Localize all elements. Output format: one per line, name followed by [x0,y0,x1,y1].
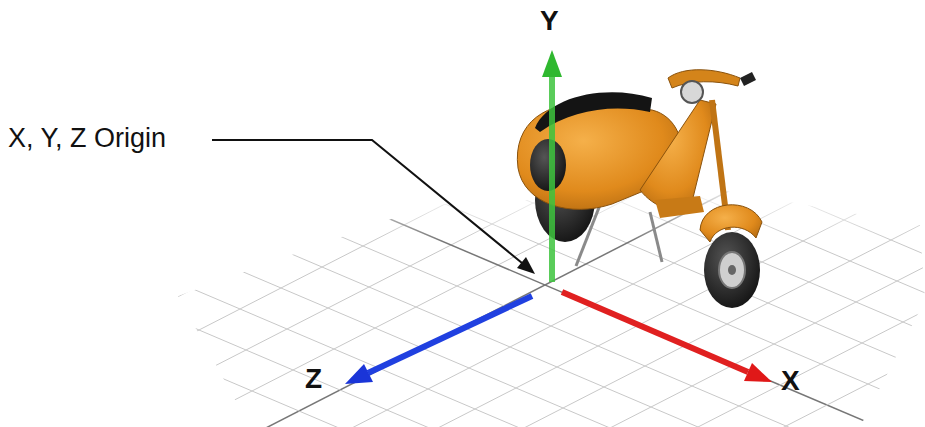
grid-line [449,0,925,269]
grid-line [162,0,925,416]
grid-line [406,169,925,427]
grid-line [171,69,925,427]
grid-line [0,0,778,427]
grid-line [203,0,925,395]
grid-line [0,175,887,427]
axis-label: Y [540,6,559,37]
grid-line [77,29,925,427]
scooter-illustration [517,70,762,308]
grid-line [0,196,846,427]
grid-line [0,0,684,401]
grid-line [244,0,925,374]
grid-line [0,259,723,427]
grid-line [641,269,925,427]
grid-line [30,9,925,427]
grid-line [80,0,925,427]
grid-line [0,7,925,427]
grid-line [0,0,496,321]
grid-line [0,28,925,427]
grid-line [124,49,925,427]
axis-label: X [781,366,800,397]
grid-line [0,301,641,427]
grid-line [0,0,543,341]
grid-line [0,0,449,301]
origin-label: X, Y, Z Origin [8,124,166,154]
grid-line [39,0,925,427]
grid-line [0,238,764,427]
grid-line [0,217,805,427]
grid-line [408,0,925,290]
x-axis-arrow [562,292,772,382]
grid-line [453,189,925,427]
grid-line [0,154,925,427]
z-axis-arrow [345,296,532,384]
grid-line [121,0,925,427]
grid-line [0,133,925,427]
grid-line [0,70,925,427]
axis-label: Z [305,364,322,395]
grid-line [367,0,925,311]
grid-line [0,112,925,427]
grid-line [285,0,925,353]
grid-line [0,0,825,427]
grid-line [0,0,872,427]
grid-line [547,229,925,427]
origin-leader-line [212,140,535,274]
grid-line [0,91,925,427]
grid-line [0,0,731,421]
y-axis-arrow [542,50,562,282]
grid-line [0,49,925,427]
grid-line [326,0,925,332]
